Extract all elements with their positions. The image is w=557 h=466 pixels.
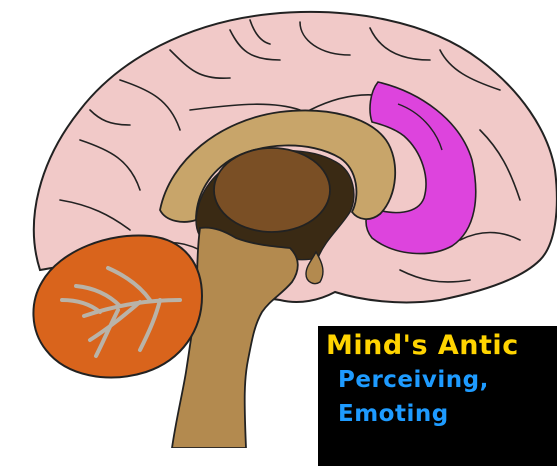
caption-line-1: Perceiving,	[338, 367, 489, 393]
caption-title: Mind's Antic	[326, 330, 519, 361]
caption-line-2: Emoting	[338, 401, 449, 427]
caption-panel: Mind's Antic Perceiving, Emoting	[318, 326, 557, 466]
thalamus	[214, 148, 330, 232]
